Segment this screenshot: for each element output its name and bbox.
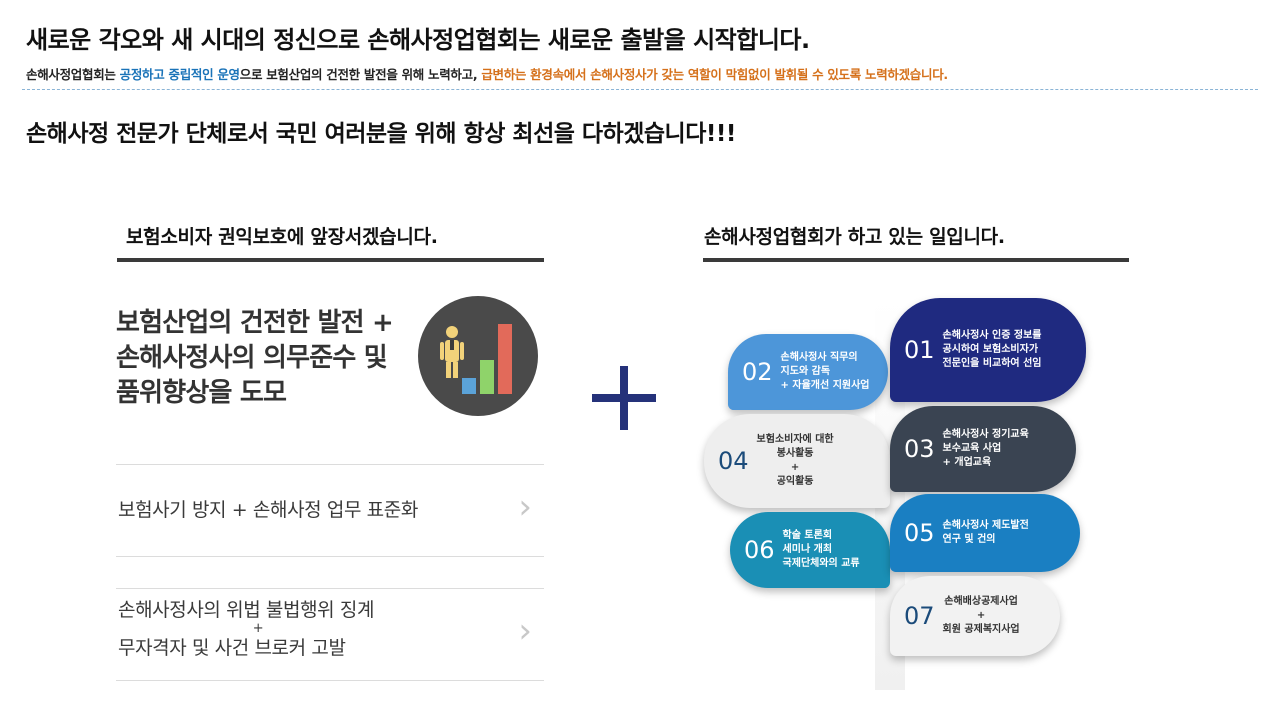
list-item-plus: + (252, 621, 264, 636)
dashed-divider (22, 89, 1258, 90)
bubble-number: 01 (904, 336, 935, 364)
mission-line-3: 품위향상을 도모 (116, 378, 287, 408)
list-item-line-2: 무자격자 및 사건 브로커 고발 (118, 637, 346, 659)
bubble-number: 04 (718, 447, 749, 475)
chevron-right-icon: › (518, 487, 532, 527)
bubble-number: 05 (904, 519, 935, 547)
page-headline: 새로운 각오와 새 시대의 정신으로 손해사정업협회는 새로운 출발을 시작합니… (26, 26, 810, 54)
bubble-line: 회원 공제복지사업 (942, 624, 1020, 635)
bubble-line: 공시하여 보험소비자가 (942, 344, 1039, 355)
bubble-line: 세미나 개최 (782, 544, 833, 555)
bubble-line: 손해사정사 제도발전 (942, 520, 1029, 531)
bubble-line: + (790, 462, 800, 473)
bar-chart-person-icon (418, 296, 538, 416)
bubble-line: 공익활동 (776, 476, 814, 487)
bubble-text: 손해사정사 정기교육 보수교육 사업 + 개업교육 (943, 428, 1029, 470)
bubble-06: 06 학술 토론회 세미나 개최 국제단체와의 교류 (730, 512, 890, 588)
bubble-line: 보험소비자에 대한 (756, 434, 834, 445)
list-divider (116, 680, 544, 681)
chevron-right-icon: › (518, 611, 532, 651)
left-section-title: 보험소비자 권익보호에 앞장서겠습니다. (126, 226, 438, 248)
bubble-line: 보수교육 사업 (942, 443, 1002, 454)
list-item-label: 보험사기 방지 + 손해사정 업무 표준화 (118, 499, 418, 521)
bubble-number: 02 (742, 358, 773, 386)
bubble-text: 손해사정사 제도발전 연구 및 건의 (943, 519, 1029, 547)
page-subline: 손해사정업협회는 공정하고 중립적인 운영으로 보험산업의 건전한 발전을 위해… (26, 64, 948, 83)
bubble-text: 손해사정사 인증 정보를 공시하여 보험소비자가 전문인을 비교하여 선임 (943, 329, 1042, 371)
bubble-line: + 개업교육 (942, 457, 992, 468)
mission-line-1: 보험산업의 건전한 발전 + (116, 308, 394, 338)
bubble-number: 07 (904, 602, 935, 630)
list-divider (116, 556, 544, 557)
page-headline-2: 손해사정 전문가 단체로서 국민 여러분을 위해 항상 최선을 다하겠습니다!!… (26, 121, 736, 147)
subline-highlight-orange: 급변하는 환경속에서 손해사정사가 갖는 역할이 막힘없이 발휘될 수 있도록 … (481, 67, 948, 82)
bubble-line: 연구 및 건의 (942, 534, 996, 545)
mission-line-2: 손해사정사의 의무준수 및 (116, 343, 388, 373)
bubble-number: 06 (744, 536, 775, 564)
bubble-line: 전문인을 비교하여 선임 (942, 358, 1042, 369)
list-item-label-multi: 손해사정사의 위법 불법행위 징계 + 무자격자 및 사건 브로커 고발 (118, 597, 398, 661)
subline-part-3: 으로 보험산업의 건전한 발전을 위해 노력하고, (239, 67, 482, 82)
bubble-line: 손해사정사 직무의 (780, 352, 858, 363)
subline-part-1: 손해사정업협회는 (26, 67, 120, 82)
bubble-line: 손해배상공제사업 (944, 596, 1018, 607)
list-item-discipline[interactable]: 손해사정사의 위법 불법행위 징계 + 무자격자 및 사건 브로커 고발 › (116, 588, 544, 680)
bubble-text: 보험소비자에 대한 봉사활동 + 공익활동 (757, 433, 834, 489)
right-section-title: 손해사정업협회가 하고 있는 일입니다. (704, 226, 1005, 248)
bubble-text: 학술 토론회 세미나 개최 국제단체와의 교류 (783, 529, 860, 571)
bubble-03: 03 손해사정사 정기교육 보수교육 사업 + 개업교육 (890, 406, 1076, 492)
list-item-fraud-prevention[interactable]: 보험사기 방지 + 손해사정 업무 표준화 › (116, 464, 544, 556)
subline-highlight-blue: 공정하고 중립적인 운영 (119, 67, 240, 82)
bubble-number: 03 (904, 435, 935, 463)
bubble-02: 02 손해사정사 직무의 지도와 감독 + 자율개선 지원사업 (728, 334, 888, 410)
list-item-line-1: 손해사정사의 위법 불법행위 징계 (118, 599, 375, 621)
bubble-line: 손해사정사 인증 정보를 (942, 330, 1042, 341)
bubble-line: 손해사정사 정기교육 (942, 429, 1029, 440)
right-section-rule (703, 258, 1129, 262)
bubble-text: 손해사정사 직무의 지도와 감독 + 자율개선 지원사업 (781, 351, 870, 393)
bubble-line: 국제단체와의 교류 (782, 558, 860, 569)
mission-statement: 보험산업의 건전한 발전 + 손해사정사의 의무준수 및 품위향상을 도모 (116, 306, 394, 411)
bubble-line: + 자율개선 지원사업 (780, 380, 870, 391)
bubble-01: 01 손해사정사 인증 정보를 공시하여 보험소비자가 전문인을 비교하여 선임 (890, 298, 1086, 402)
bubble-line: 학술 토론회 (782, 530, 833, 541)
bubble-line: + (976, 610, 986, 621)
bubble-04: 04 보험소비자에 대한 봉사활동 + 공익활동 (704, 414, 890, 508)
bubble-text: 손해배상공제사업 + 회원 공제복지사업 (943, 595, 1020, 637)
bubble-line: 지도와 감독 (780, 366, 831, 377)
plus-icon (592, 366, 656, 430)
bubble-line: 봉사활동 (776, 448, 814, 459)
bubble-07: 07 손해배상공제사업 + 회원 공제복지사업 (890, 576, 1060, 656)
left-section-rule (117, 258, 544, 262)
bubble-05: 05 손해사정사 제도발전 연구 및 건의 (890, 494, 1080, 572)
